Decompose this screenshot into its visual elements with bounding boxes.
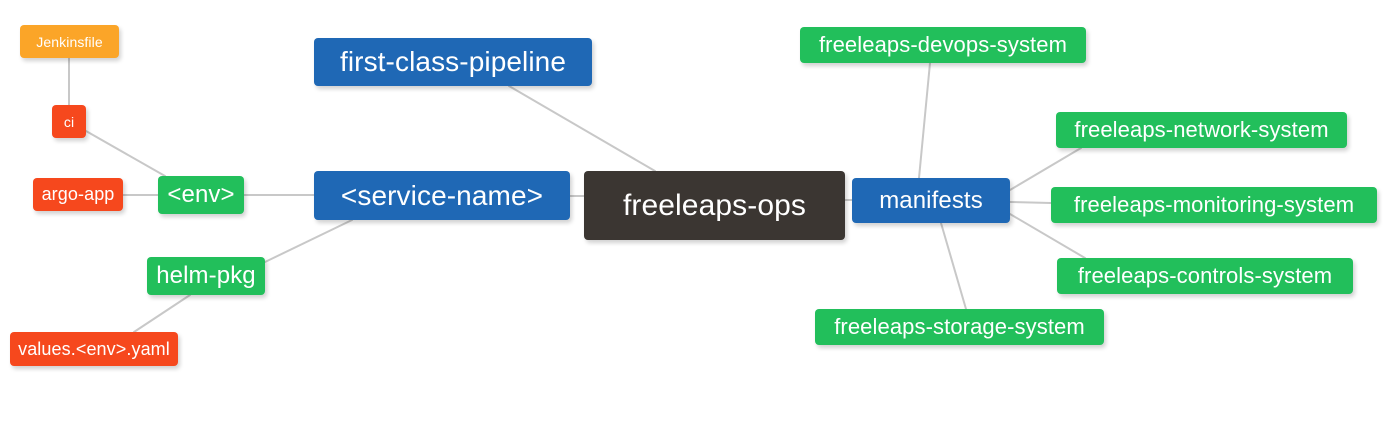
mindmap-node-service-name[interactable]: <service-name> <box>314 171 570 220</box>
node-label: freeleaps-ops <box>622 188 807 222</box>
node-label: freeleaps-monitoring-system <box>1073 192 1355 217</box>
node-label: Jenkinsfile <box>36 33 103 50</box>
mindmap-node-first-class[interactable]: first-class-pipeline <box>314 38 592 86</box>
mindmap-node-network-system[interactable]: freeleaps-network-system <box>1056 112 1347 148</box>
node-label: argo-app <box>41 184 115 204</box>
node-label: first-class-pipeline <box>339 46 567 77</box>
mindmap-node-controls-system[interactable]: freeleaps-controls-system <box>1057 258 1353 294</box>
node-label: <service-name> <box>340 179 544 211</box>
node-label: <env> <box>167 181 235 208</box>
node-label: ci <box>63 113 75 130</box>
edge-manifests-to-network-system <box>1009 147 1082 191</box>
node-label: manifests <box>879 186 983 214</box>
mindmap-node-values-yaml[interactable]: values.<env>.yaml <box>10 332 178 366</box>
node-label: helm-pkg <box>156 262 256 289</box>
edge-manifests-to-storage-system <box>940 222 967 310</box>
mindmap-node-monitoring-system[interactable]: freeleaps-monitoring-system <box>1051 187 1377 223</box>
node-label: freeleaps-storage-system <box>834 314 1085 339</box>
mindmap-node-freeleaps-ops[interactable]: freeleaps-ops <box>584 171 845 240</box>
node-label: values.<env>.yaml <box>18 338 170 359</box>
node-label: freeleaps-controls-system <box>1077 263 1333 288</box>
edge-manifests-to-devops-system <box>918 62 931 179</box>
mindmap-node-storage-system[interactable]: freeleaps-storage-system <box>815 309 1104 345</box>
edge-manifests-to-monitoring-system <box>1009 201 1052 204</box>
mindmap-node-helm-pkg[interactable]: helm-pkg <box>147 257 265 295</box>
mindmap-node-manifests[interactable]: manifests <box>852 178 1010 223</box>
mindmap-node-env[interactable]: <env> <box>158 176 244 214</box>
mindmap-node-devops-system[interactable]: freeleaps-devops-system <box>800 27 1086 63</box>
edge-helm-pkg-to-service-name <box>264 219 353 263</box>
node-label: freeleaps-devops-system <box>818 32 1068 57</box>
mindmap-node-argo-app[interactable]: argo-app <box>33 178 123 211</box>
mindmap-node-jenkinsfile[interactable]: Jenkinsfile <box>20 25 119 58</box>
edge-first-class-to-freeleaps-ops <box>508 85 656 172</box>
edge-values-yaml-to-helm-pkg <box>133 294 191 333</box>
node-label: freeleaps-network-system <box>1074 117 1329 142</box>
mindmap-node-ci[interactable]: ci <box>52 105 86 138</box>
edge-ci-to-env <box>85 130 166 177</box>
